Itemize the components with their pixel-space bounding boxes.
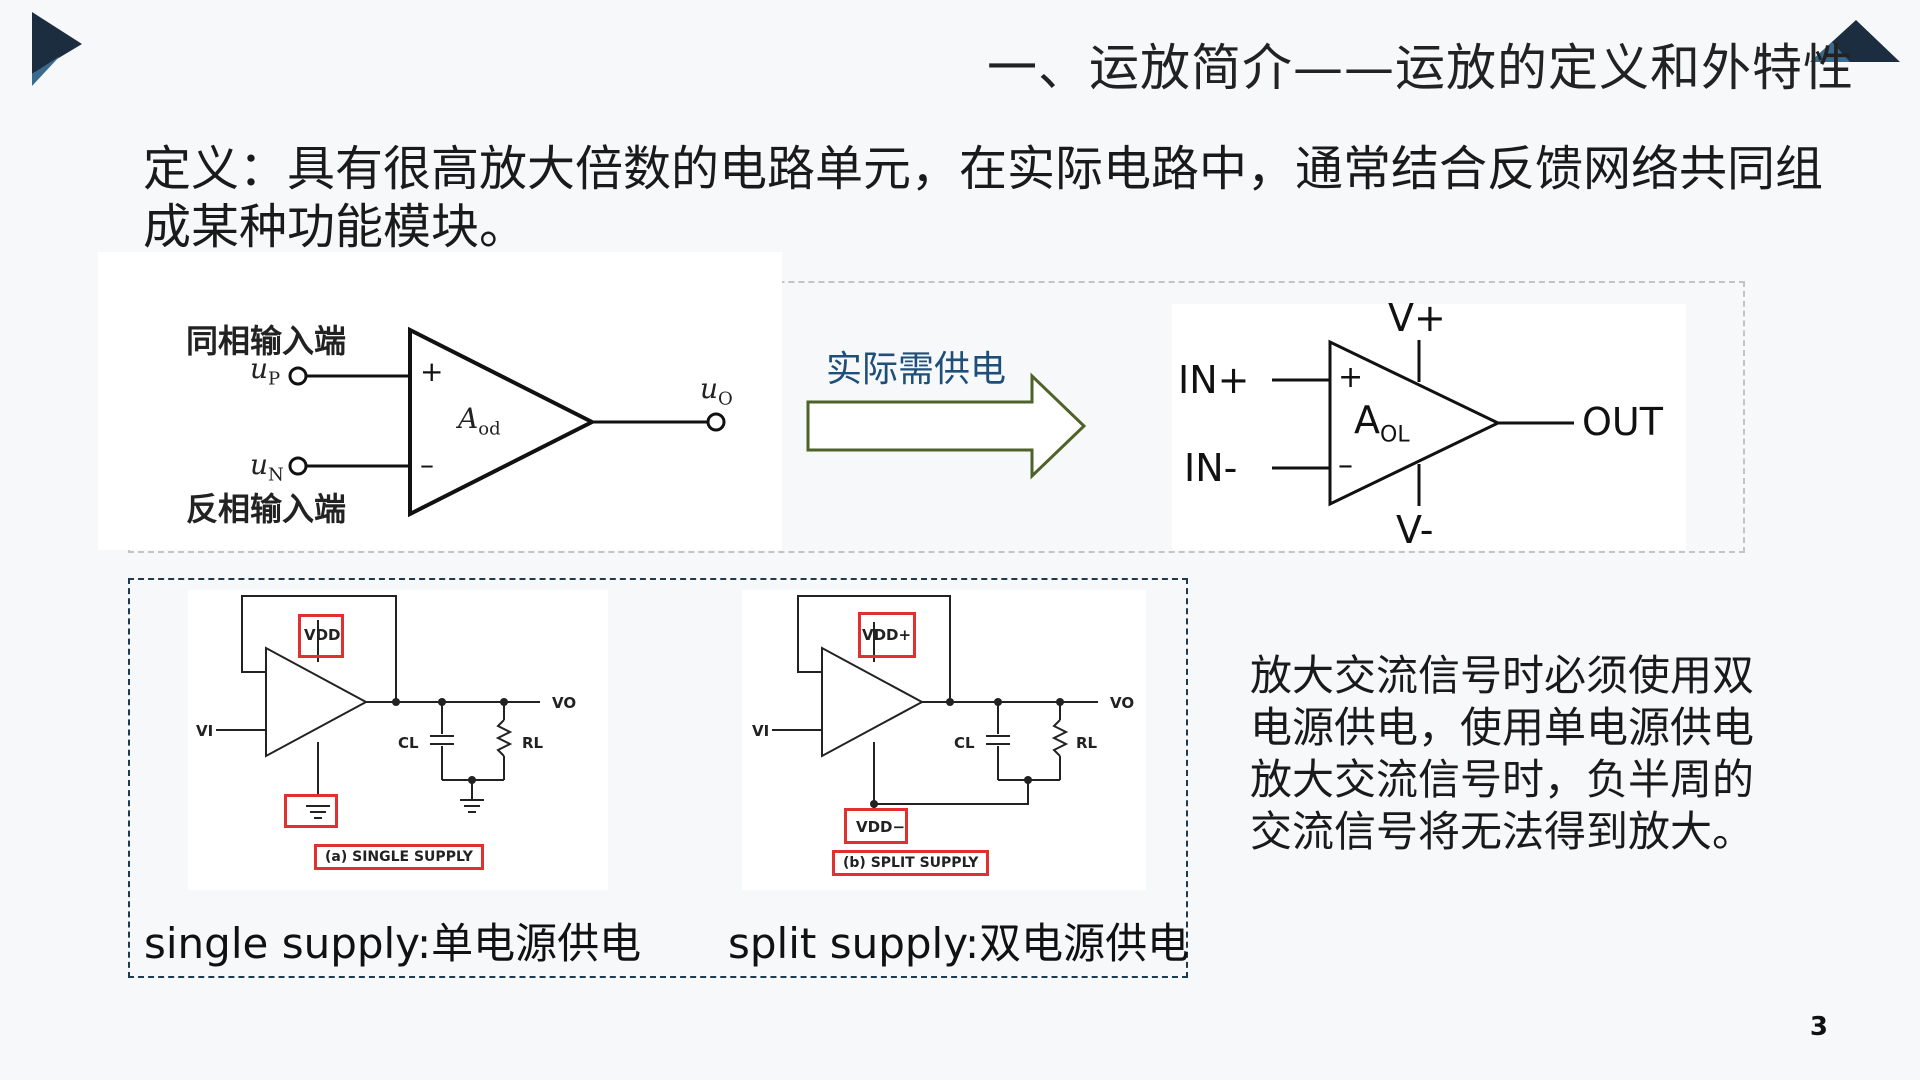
side-note-text: 放大交流信号时必须使用双电源供电，使用单电源供电放大交流信号时，负半周的交流信号…: [1250, 651, 1755, 856]
single-rl-label: RL: [522, 734, 544, 752]
single-supply-panel: [188, 590, 608, 890]
split-supply-panel: [742, 590, 1146, 890]
corner-logo-right: [1810, 20, 1900, 62]
in-plus-label: IN+: [1178, 358, 1250, 402]
practical-minus-sign: –: [1338, 448, 1353, 483]
single-vdd-highlight: [298, 614, 344, 658]
aol-gain-label: AOL: [1354, 398, 1410, 448]
ideal-plus-sign: +: [420, 355, 444, 388]
ideal-minus-sign: –: [420, 448, 434, 481]
practical-plus-sign: +: [1338, 360, 1364, 395]
corner-logo-left: [32, 12, 82, 86]
split-cl-label: CL: [954, 734, 975, 752]
page-number: 3: [1809, 1012, 1828, 1042]
single-ground-highlight: [284, 794, 338, 828]
un-label: uN: [250, 448, 284, 486]
slide-title: 一、运放简介——运放的定义和外特性: [987, 39, 1854, 97]
split-rl-label: RL: [1076, 734, 1098, 752]
in-minus-label: IN-: [1184, 446, 1238, 490]
out-label: OUT: [1582, 400, 1663, 444]
split-vdd-minus-highlight: [844, 808, 908, 844]
up-label: uP: [250, 352, 281, 390]
aod-gain-label: Aod: [458, 402, 501, 440]
supply-circuits-frame: [128, 578, 1188, 978]
noninverting-input-label: 同相输入端: [186, 322, 347, 360]
split-supply-label: split supply:双电源供电: [728, 919, 1190, 968]
single-vi-label: VI: [196, 722, 214, 740]
single-supply-label: single supply:单电源供电: [144, 919, 642, 968]
split-vo-label: VO: [1110, 694, 1135, 712]
single-supply-caption: (a) SINGLE SUPPLY: [314, 844, 484, 870]
single-cl-label: CL: [398, 734, 419, 752]
single-vo-label: VO: [552, 694, 577, 712]
uo-label: uO: [700, 372, 733, 410]
split-vdd-plus-highlight: [858, 612, 916, 658]
vplus-label: V+: [1388, 296, 1446, 340]
split-vdd-plus-label: VDD+: [862, 626, 912, 644]
practical-opamp-panel: [1172, 304, 1686, 550]
single-vdd-label: VDD: [304, 626, 341, 644]
definition-text: 定义：具有很高放大倍数的电路单元，在实际电路中，通常结合反馈网络共同组成某种功能…: [143, 141, 1824, 255]
inverting-input-label: 反相输入端: [186, 490, 347, 528]
split-vdd-minus-label: VDD−: [856, 818, 906, 836]
split-supply-caption: (b) SPLIT SUPPLY: [832, 850, 990, 876]
arrow-label: 实际需供电: [826, 349, 1007, 390]
split-vi-label: VI: [752, 722, 770, 740]
vminus-label: V-: [1396, 508, 1434, 552]
